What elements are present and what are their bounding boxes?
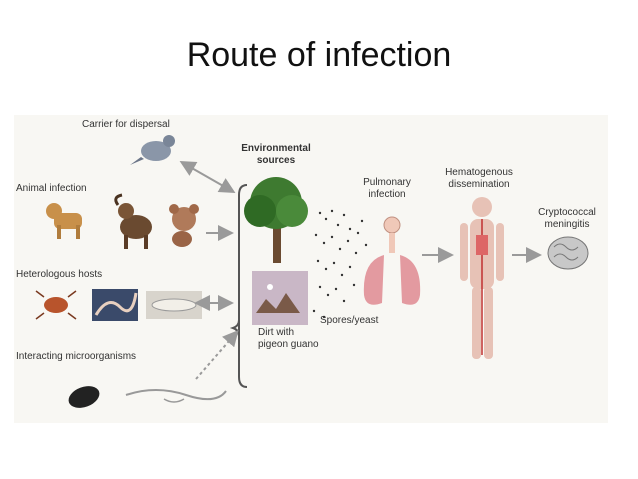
- brain-icon: [547, 236, 589, 270]
- tree-icon: [244, 177, 308, 263]
- dirt-icon: [252, 271, 308, 325]
- spores-label: Spores/yeast: [320, 315, 379, 326]
- koala-icon: [169, 204, 199, 247]
- lungs-icon: [363, 216, 421, 305]
- interacting-microorganisms-label: Interacting microorganisms: [16, 351, 137, 362]
- hematogenous-label: Hematogenous dissemination: [434, 167, 524, 191]
- heterologous-hosts-label: Heterologous hosts: [16, 269, 103, 280]
- carrier-label: Carrier for dispersal: [82, 119, 170, 130]
- hematogenous-line2: dissemination: [448, 179, 510, 190]
- cryptococcal-label: Cryptococcal meningitis: [530, 207, 604, 231]
- goat-icon: [114, 193, 152, 249]
- environmental-sources-label: Environmental sources: [228, 143, 324, 167]
- mite-icon: [35, 290, 77, 320]
- nematode-icon: [125, 389, 227, 403]
- pulmonary-line2: infection: [368, 189, 406, 200]
- dirt-line1: Dirt with: [258, 327, 295, 338]
- interacting-arrow: [195, 329, 239, 380]
- human-body-icon: [460, 197, 504, 359]
- animal-infection-label: Animal infection: [16, 183, 87, 194]
- infection-route-diagram: Carrier for dispersal Animal infection H…: [14, 115, 608, 423]
- diagram-graphics: [35, 135, 589, 408]
- crypto-line2: meningitis: [544, 219, 590, 230]
- carrier-arrow: [179, 161, 236, 193]
- amoeba-icon: [146, 291, 202, 319]
- crypto-line1: Cryptococcal: [538, 207, 596, 218]
- spores-icon: [312, 209, 368, 319]
- pulmonary-line1: Pulmonary: [363, 177, 411, 188]
- dirt-line2: pigeon guano: [258, 339, 319, 350]
- worm-icon: [92, 289, 138, 321]
- environmental-line2: sources: [256, 155, 296, 166]
- pigeon-icon: [130, 135, 175, 165]
- environmental-line1: Environmental: [241, 143, 311, 154]
- bacterium-icon: [68, 386, 100, 408]
- cat-icon: [46, 203, 82, 239]
- pulmonary-label: Pulmonary infection: [352, 177, 422, 201]
- slide-title: Route of infection: [186, 36, 452, 74]
- dirt-label: Dirt with pigeon guano: [258, 327, 319, 351]
- bracket-icon: [229, 184, 248, 388]
- hematogenous-line1: Hematogenous: [445, 167, 513, 178]
